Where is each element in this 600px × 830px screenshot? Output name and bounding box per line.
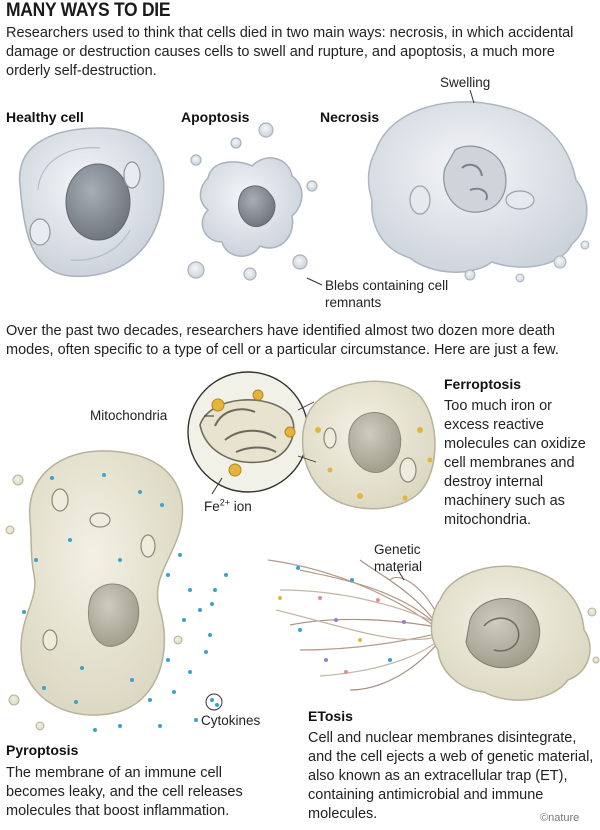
necrosis-heading: Necrosis [320, 109, 380, 125]
apoptosis-cell-illustration [187, 122, 318, 281]
fe-label-suffix: ion [230, 499, 252, 514]
pyroptosis-heading: Pyroptosis [6, 742, 79, 758]
ferroptosis-cell-illustration [301, 380, 436, 510]
swelling-leader [469, 89, 475, 104]
mitochondria-label: Mitochondria [90, 408, 168, 423]
cytokine-dots [22, 473, 228, 732]
blebs-label: Blebs containing cell remnants [325, 278, 449, 310]
healthy-cell-heading: Healthy cell [6, 109, 84, 125]
apoptosis-heading: Apoptosis [181, 109, 250, 125]
necrosis-cell-illustration [367, 101, 590, 283]
middle-paragraph: Over the past two decades, researchers h… [6, 323, 559, 358]
swelling-label: Swelling [440, 75, 491, 90]
genetic-material-label: Genetic material [374, 542, 423, 574]
etosis-molecule-dots [278, 566, 406, 674]
nature-credit: ©nature [540, 812, 580, 824]
genetic-material-leader [397, 569, 405, 581]
pyroptosis-description: The membrane of an immune cell becomes l… [6, 765, 243, 819]
ferroptosis-heading: Ferroptosis [444, 376, 522, 392]
etosis-heading: ETosis [308, 708, 353, 724]
etosis-description: Cell and nuclear membranes disintegrate,… [308, 730, 594, 822]
blebs-leader [306, 277, 323, 286]
cytokines-label: Cytokines [201, 713, 261, 728]
fe-ion-leader [211, 477, 223, 495]
etosis-genetic-web [267, 559, 447, 691]
ferroptosis-description: Too much iron or excess reactive molecul… [444, 398, 586, 528]
figure-title: MANY WAYS TO DIE [6, 0, 171, 21]
intro-paragraph: Researchers used to think that cells die… [6, 25, 574, 79]
healthy-cell-illustration [19, 127, 165, 278]
fe-label-charge: 2+ [219, 497, 231, 508]
mitochondria-magnifier [187, 371, 309, 493]
etosis-cell-illustration [430, 565, 600, 701]
fe-label-base: Fe [204, 499, 220, 514]
fe-ion-label: Fe2+ ion [204, 498, 252, 515]
cytokine-highlight [205, 693, 223, 711]
pyroptosis-cell-illustration [5, 450, 184, 731]
